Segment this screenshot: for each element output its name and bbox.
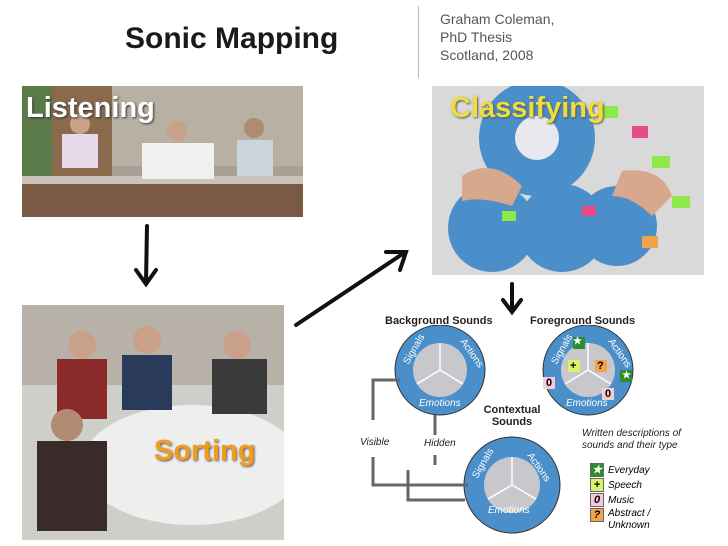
marker-speech-icon: + <box>570 360 577 372</box>
legend-item: 0 Music <box>590 493 700 508</box>
author-line: PhD Thesis <box>440 29 513 45</box>
ctx-emotions-label: Emotions <box>488 505 530 516</box>
everyday-icon: ★ <box>590 463 604 478</box>
sound-circles <box>371 325 634 534</box>
classifying-photo: Classifying <box>432 86 704 275</box>
sorting-label: Sorting <box>154 435 256 467</box>
marker-music-icon: 0 <box>605 388 612 400</box>
legend-label: Abstract / Unknown <box>608 508 651 531</box>
marker-music-icon: 0 <box>546 377 553 389</box>
background-sounds-title: Background Sounds <box>385 315 493 327</box>
marker-everyday-icon: ★ <box>622 370 631 381</box>
author-info: Graham Coleman, PhD Thesis Scotland, 200… <box>440 10 554 64</box>
music-icon: 0 <box>590 493 604 508</box>
contextual-sounds-title: Contextual Sounds <box>483 404 541 428</box>
legend-label: Everyday <box>608 465 650 476</box>
speech-icon: + <box>590 478 604 493</box>
arrow-diagonal <box>294 250 409 327</box>
author-line: Scotland, 2008 <box>440 47 534 63</box>
hidden-label: Hidden <box>424 438 456 449</box>
legend-label: Speech <box>608 480 642 491</box>
listening-photo: Listening <box>22 86 303 217</box>
foreground-sounds-title: Foreground Sounds <box>530 315 636 327</box>
bg-emotions-label: Emotions <box>419 398 461 409</box>
marker-abstract-icon: ? <box>597 360 604 372</box>
author-line: Graham Coleman, <box>440 11 555 27</box>
arrow-down-left <box>134 224 158 288</box>
marker-everyday-icon: ★ <box>573 336 582 347</box>
sorting-photo: Sorting <box>22 305 284 540</box>
abstract-icon: ? <box>590 508 604 522</box>
legend-label: Music <box>608 495 635 506</box>
classifying-label: Classifying <box>450 92 605 124</box>
visible-label: Visible <box>360 437 390 448</box>
fg-emotions-label: Emotions <box>566 398 608 409</box>
divider <box>418 6 419 78</box>
legend-item: ? Abstract / Unknown <box>590 508 700 532</box>
legend-item: ★ Everyday <box>590 463 700 478</box>
listening-label: Listening <box>26 92 155 124</box>
legend-item: + Speech <box>590 478 700 493</box>
arrow-down-right <box>501 282 523 316</box>
legend: ★ Everyday + Speech 0 Music ? Abstract / Unk… <box>590 463 700 532</box>
page-title: Sonic Mapping <box>125 22 339 55</box>
written-descriptions: Written descriptions of sounds and their… <box>582 428 681 451</box>
